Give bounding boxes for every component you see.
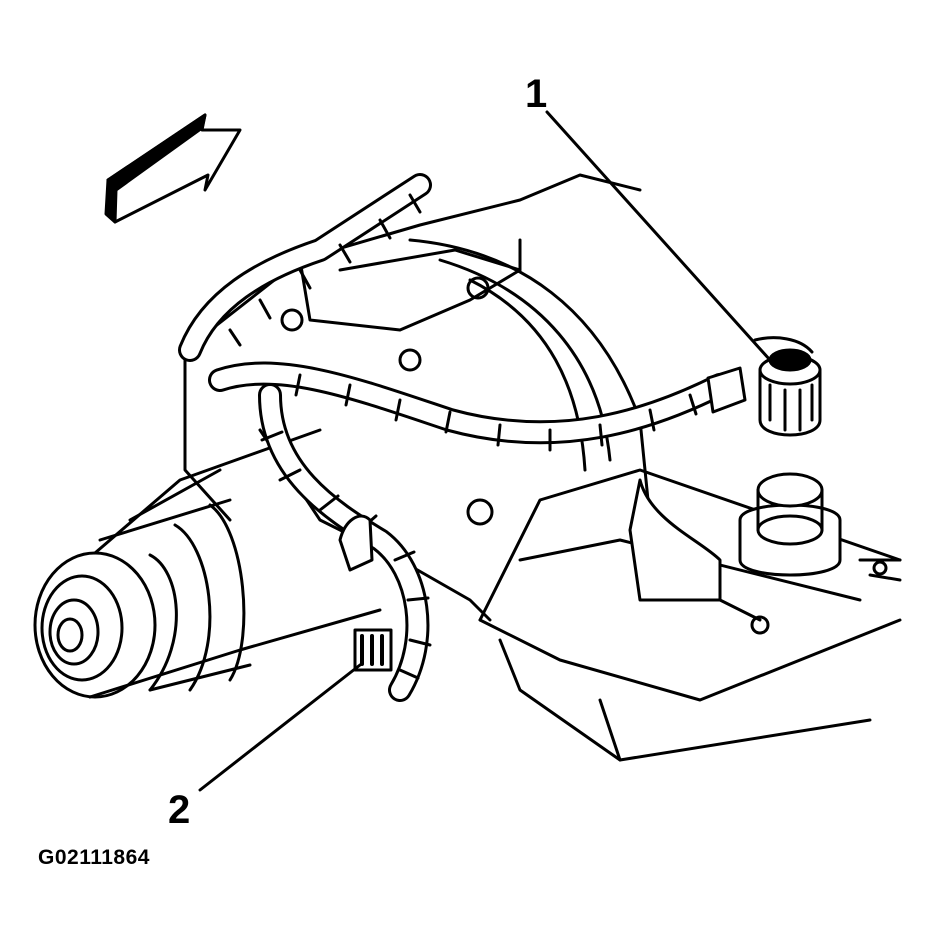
harness-connector [338,514,393,672]
figure-id: G02111864 [38,846,150,869]
callout-leaders [198,110,772,792]
leader-line-2 [198,663,362,792]
leader-line-1 [545,110,772,362]
tail-housing [33,428,382,699]
direction-arrow-icon [104,113,242,224]
wiring-harness [178,173,732,702]
sensor-connector [706,336,822,437]
oil-pan [478,468,902,762]
callout-label-2: 2 [168,788,191,832]
callout-label-1: 1 [525,72,548,116]
